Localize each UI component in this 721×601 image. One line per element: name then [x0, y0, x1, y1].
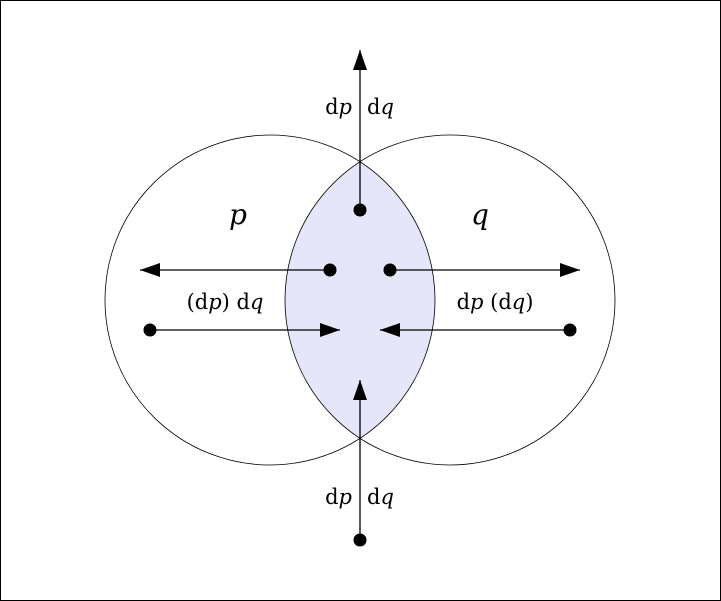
circle-q	[284, 134, 616, 466]
set-label-p: p	[229, 198, 247, 231]
top-label-right: dq	[367, 95, 394, 119]
dot	[323, 263, 337, 277]
intersection-lens	[285, 135, 435, 465]
dots	[143, 203, 577, 547]
right-label: dp (dq)	[457, 290, 534, 314]
left-label: (dp) dq	[187, 290, 264, 314]
circle-p	[104, 134, 436, 466]
dot	[353, 533, 367, 547]
top-label-left: dp	[325, 95, 352, 119]
bottom-label-left: dp	[325, 485, 352, 509]
dot	[383, 263, 397, 277]
set-label-q: q	[471, 198, 489, 231]
dot	[143, 323, 157, 337]
dot	[563, 323, 577, 337]
bottom-label-right: dq	[367, 485, 394, 509]
dot	[353, 203, 367, 217]
